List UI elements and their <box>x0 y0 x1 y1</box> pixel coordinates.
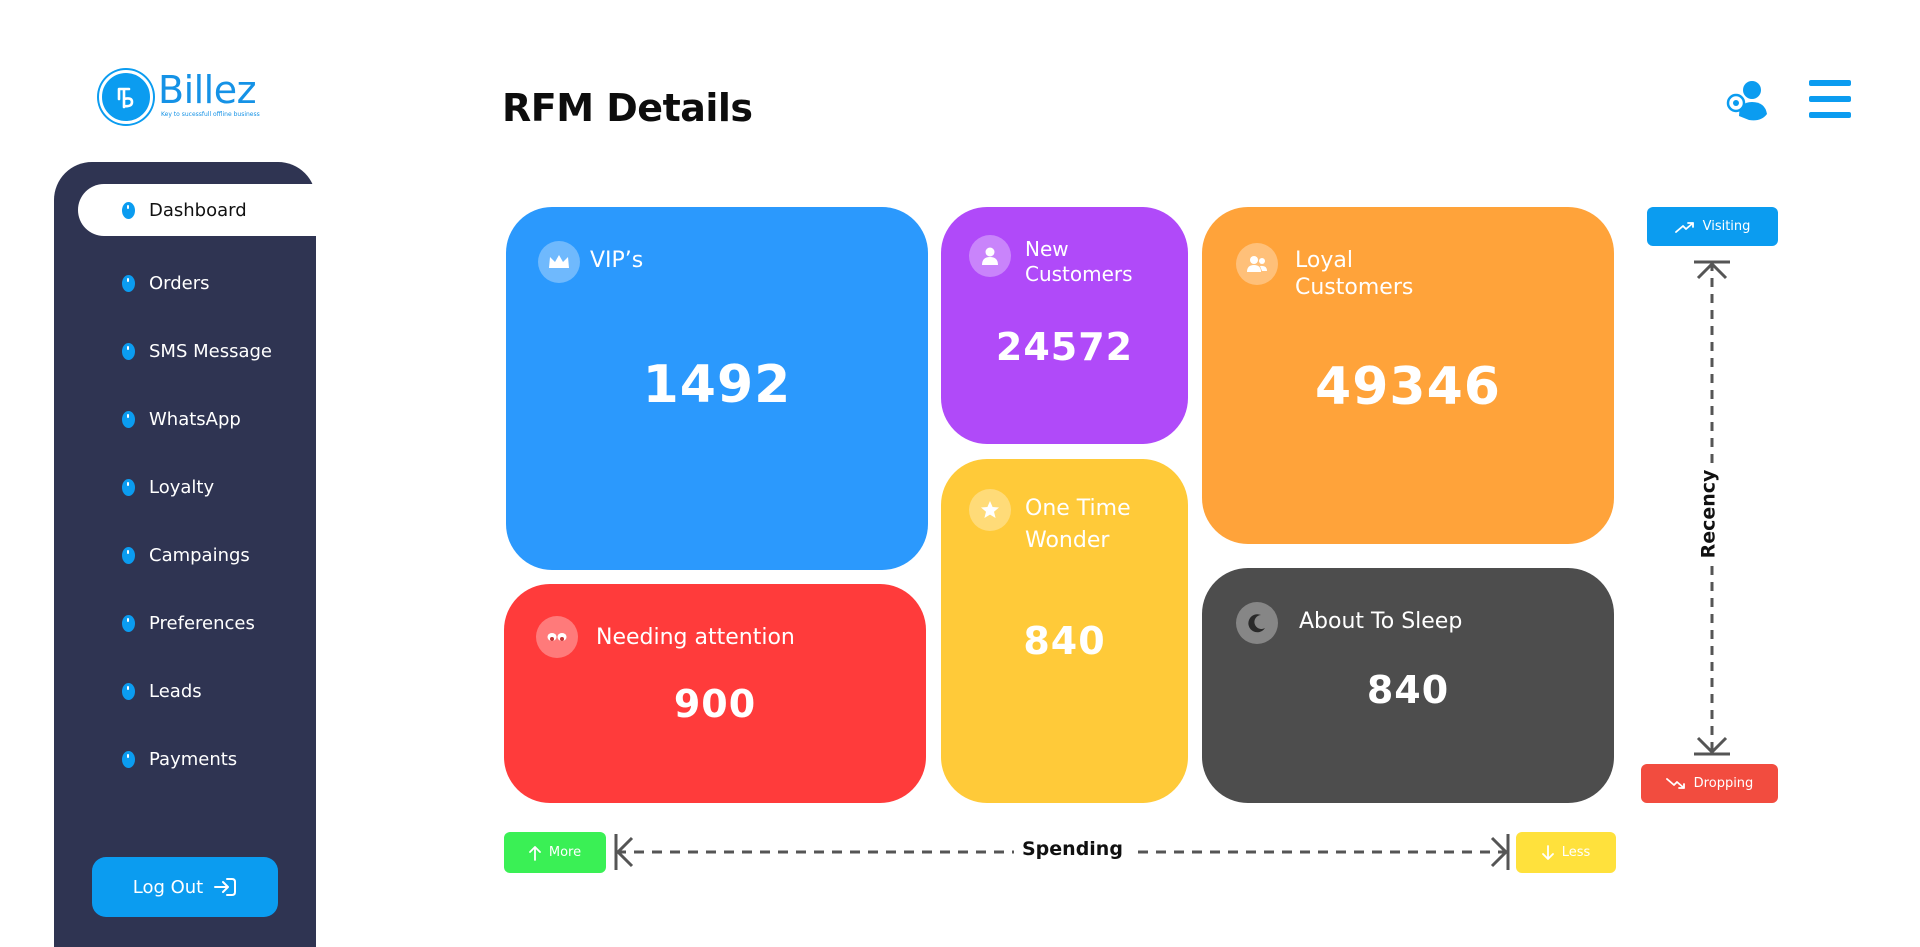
mouse-icon <box>122 682 135 700</box>
logout-label: Log Out <box>132 876 204 898</box>
brand-name: Billez <box>158 68 257 112</box>
sidebar-item-orders[interactable]: Orders <box>78 257 316 309</box>
sidebar-item-label: Campaings <box>149 544 250 566</box>
mouse-icon <box>122 274 135 292</box>
star-icon <box>969 489 1011 531</box>
user-icon <box>969 235 1011 277</box>
trending-up-icon <box>1674 221 1694 233</box>
less-button[interactable]: Less <box>1516 832 1616 873</box>
mouse-icon <box>122 478 135 496</box>
segment-card-new-customers[interactable]: New Customers 24572 <box>941 207 1188 444</box>
crown-icon <box>538 241 580 283</box>
sidebar-item-label: Loyalty <box>149 476 215 498</box>
less-label: Less <box>1561 845 1591 860</box>
mouse-icon <box>122 342 135 360</box>
spending-axis-arrow <box>614 834 1510 870</box>
arrow-down-icon <box>1541 844 1554 860</box>
sidebar-item-leads[interactable]: Leads <box>78 665 316 717</box>
sidebar-item-label: Orders <box>149 272 210 294</box>
sidebar-item-whatsapp[interactable]: WhatsApp <box>78 393 316 445</box>
brand-logo[interactable]: Billez Key to sucessfull offline busines… <box>99 70 260 124</box>
mouse-icon <box>122 614 135 632</box>
more-label: More <box>548 845 582 860</box>
segment-value: 24572 <box>995 325 1134 369</box>
dropping-label: Dropping <box>1693 776 1754 791</box>
brand-tagline: Key to sucessfull offline business <box>161 111 260 118</box>
mouse-icon <box>122 546 135 564</box>
sidebar-item-label: Payments <box>149 748 238 770</box>
logout-button[interactable]: Log Out <box>92 857 278 917</box>
visiting-label: Visiting <box>1702 219 1751 234</box>
sidebar-item-label: Preferences <box>149 612 255 634</box>
segment-card-vip[interactable]: VIP’s 1492 <box>506 207 928 570</box>
logout-arrow-icon <box>214 878 237 896</box>
segment-label: Needing attention <box>596 625 795 650</box>
segment-card-needing-attention[interactable]: Needing attention 900 <box>504 584 926 803</box>
visiting-button[interactable]: Visiting <box>1647 207 1778 246</box>
sidebar-item-loyalty[interactable]: Loyalty <box>78 461 316 513</box>
mouse-icon <box>122 201 135 219</box>
sidebar: Dashboard Orders SMS Message WhatsApp Lo… <box>54 162 316 947</box>
attention-eyes-icon <box>536 616 578 658</box>
sidebar-item-label: Leads <box>149 680 202 702</box>
segment-card-loyal-customers[interactable]: Loyal Customers 49346 <box>1202 207 1614 544</box>
sidebar-item-dashboard[interactable]: Dashboard <box>78 184 316 236</box>
sidebar-item-campaings[interactable]: Campaings <box>78 529 316 581</box>
sidebar-item-label: Dashboard <box>149 199 247 221</box>
segment-value: 49346 <box>1315 357 1501 417</box>
segment-value: 840 <box>1366 668 1450 712</box>
segment-value: 840 <box>1023 619 1106 663</box>
dropping-button[interactable]: Dropping <box>1641 764 1778 803</box>
users-icon <box>1236 243 1278 285</box>
segment-value: 900 <box>673 682 757 726</box>
segment-value: 1492 <box>642 355 792 415</box>
hamburger-menu-icon[interactable] <box>1809 80 1851 118</box>
segment-card-about-to-sleep[interactable]: About To Sleep 840 <box>1202 568 1614 803</box>
sidebar-item-label: SMS Message <box>149 340 272 362</box>
mouse-icon <box>122 410 135 428</box>
sidebar-item-label: WhatsApp <box>149 408 241 430</box>
segment-label: VIP’s <box>590 248 644 273</box>
billez-logo-icon <box>99 70 153 124</box>
arrow-up-icon <box>528 845 541 861</box>
sidebar-item-sms-message[interactable]: SMS Message <box>78 325 316 377</box>
page-title: RFM Details <box>502 86 753 130</box>
segment-label: One Time Wonder <box>1025 496 1131 553</box>
recency-axis-label: Recency <box>1697 463 1720 565</box>
segment-card-one-time-wonder[interactable]: One Time Wonder 840 <box>941 459 1188 803</box>
spending-axis-label: Spending <box>1014 838 1131 860</box>
more-button[interactable]: More <box>504 832 606 873</box>
mouse-icon <box>122 750 135 768</box>
moon-icon <box>1236 602 1278 644</box>
segment-label: New Customers <box>1025 237 1133 286</box>
sidebar-item-preferences[interactable]: Preferences <box>78 597 316 649</box>
trending-down-icon <box>1665 777 1685 789</box>
segment-label: Loyal Customers <box>1295 248 1414 300</box>
profile-settings-icon[interactable] <box>1725 78 1771 124</box>
segment-label: About To Sleep <box>1299 609 1463 634</box>
sidebar-item-payments[interactable]: Payments <box>78 733 316 785</box>
